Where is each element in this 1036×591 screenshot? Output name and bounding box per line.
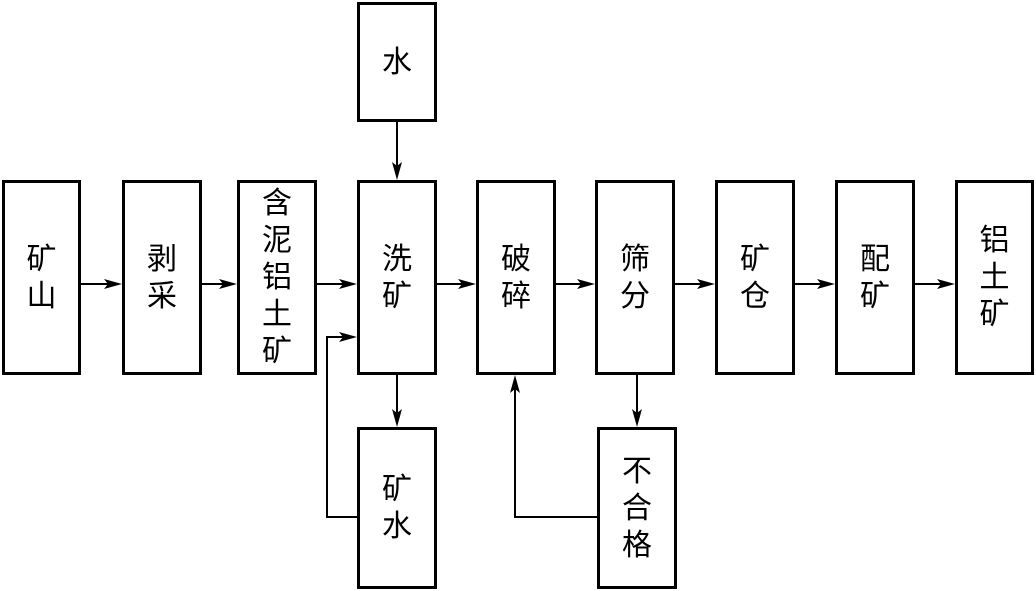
edge-posui-shaifen bbox=[556, 279, 595, 289]
edge-buhege-recycle bbox=[510, 375, 597, 518]
node-shaifen: 筛 分 bbox=[595, 180, 675, 375]
edge-xikuang-posui bbox=[437, 279, 476, 289]
edge-kuangcang-peikuang bbox=[795, 279, 835, 289]
edge-kuangshan-boca bbox=[81, 279, 122, 289]
node-lvtukuang-label: 铝 土 矿 bbox=[979, 223, 1010, 332]
node-shui-label: 水 bbox=[382, 44, 412, 80]
node-boca: 剥 采 bbox=[122, 180, 202, 375]
edge-shaifen-kuangcang bbox=[675, 279, 715, 289]
node-kuangshui-label: 矿 水 bbox=[382, 472, 412, 544]
node-buhege-label: 不 合 格 bbox=[622, 453, 652, 563]
node-kuangcang-label: 矿 仓 bbox=[740, 241, 770, 314]
node-kuangcang: 矿 仓 bbox=[715, 180, 795, 375]
node-kuangshui: 矿 水 bbox=[357, 427, 437, 589]
node-shaifen-label: 筛 分 bbox=[620, 241, 650, 314]
node-boca-label: 剥 采 bbox=[147, 241, 177, 314]
edge-peikuang-lvtukuang bbox=[915, 279, 955, 289]
node-hanni-lvtukuang-label: 含 泥 铝 土 矿 bbox=[262, 186, 292, 369]
node-peikuang-label: 配 矿 bbox=[860, 241, 890, 314]
node-kuangshan-label: 矿 山 bbox=[26, 241, 57, 314]
edge-xikuang-kuangshui bbox=[392, 375, 402, 427]
node-hanni-lvtukuang: 含 泥 铝 土 矿 bbox=[237, 180, 317, 375]
node-lvtukuang: 铝 土 矿 bbox=[955, 180, 1034, 375]
node-posui: 破 碎 bbox=[476, 180, 556, 375]
edge-kuangshui-recycle bbox=[326, 332, 357, 518]
node-buhege: 不 合 格 bbox=[597, 427, 677, 589]
node-peikuang: 配 矿 bbox=[835, 180, 915, 375]
node-xikuang-label: 洗 矿 bbox=[382, 241, 412, 314]
edge-hanni-xikuang bbox=[317, 279, 357, 289]
node-posui-label: 破 碎 bbox=[501, 241, 531, 314]
node-kuangshan: 矿 山 bbox=[2, 180, 81, 375]
node-xikuang: 洗 矿 bbox=[357, 180, 437, 375]
edge-boca-hanni bbox=[202, 279, 237, 289]
edge-shaifen-buhege bbox=[632, 375, 642, 427]
edge-shui-xikuang bbox=[392, 122, 402, 180]
node-shui: 水 bbox=[357, 2, 437, 122]
